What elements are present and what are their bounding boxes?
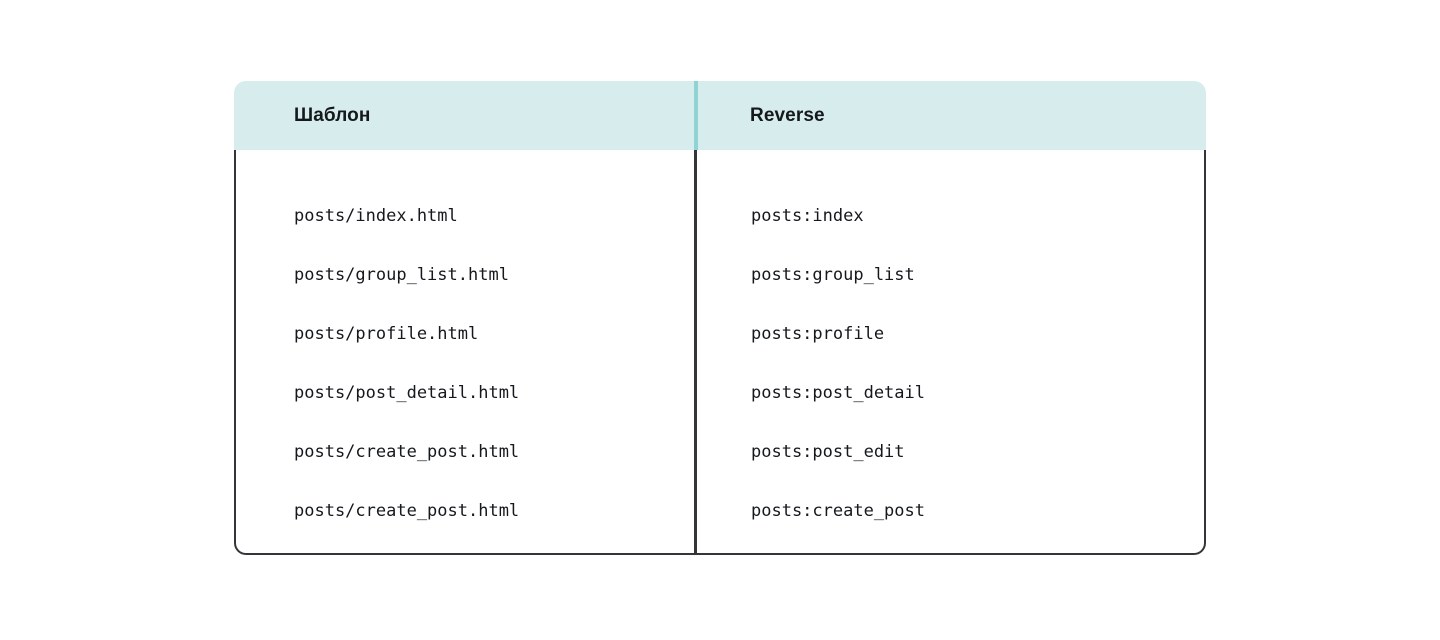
header-column-divider [694,81,698,150]
template-reverse-table: Шаблон Reverse posts/index.html posts:in… [234,81,1206,555]
cell-reverse: posts:index [751,205,864,226]
cell-template: posts/post_detail.html [294,382,520,403]
cell-reverse: posts:post_detail [751,382,925,403]
table-row: posts/create_post.html posts:create_post [236,481,1204,540]
table-row: posts/index.html posts:index [236,186,1204,245]
cell-reverse: posts:group_list [751,264,915,285]
cell-template: posts/create_post.html [294,441,520,462]
column-header-template: Шаблон [294,104,371,126]
cell-template: posts/create_post.html [294,500,520,521]
table-row: posts/profile.html posts:profile [236,304,1204,363]
table-header-row: Шаблон Reverse [234,81,1206,150]
table-row: posts/post_detail.html posts:post_detail [236,363,1204,422]
table-rows: posts/index.html posts:index posts/group… [236,150,1204,540]
cell-reverse: posts:create_post [751,500,925,521]
cell-template: posts/index.html [294,205,458,226]
cell-reverse: posts:post_edit [751,441,905,462]
table-row: posts/group_list.html posts:group_list [236,245,1204,304]
cell-template: posts/group_list.html [294,264,509,285]
column-header-reverse: Reverse [750,104,825,126]
table-row: posts/create_post.html posts:post_edit [236,422,1204,481]
body-column-divider [694,150,697,555]
table-body: posts/index.html posts:index posts/group… [234,150,1206,555]
cell-reverse: posts:profile [751,323,885,344]
cell-template: posts/profile.html [294,323,479,344]
